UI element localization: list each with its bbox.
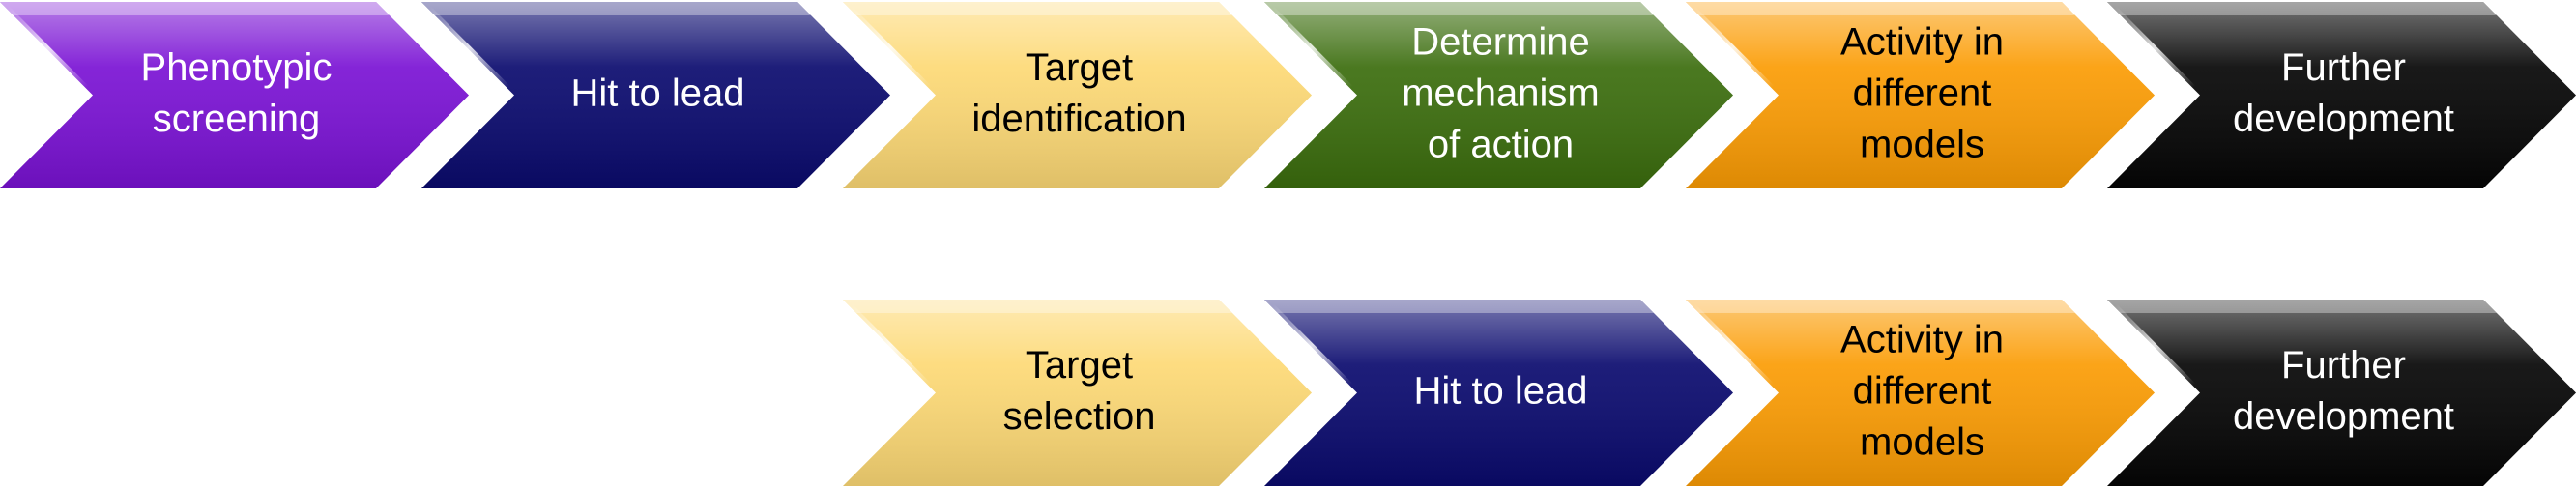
chevron-top-bevel (2107, 300, 2497, 313)
chevron-label-line: identification (971, 98, 1186, 140)
chevron-further-development: Further development (2107, 2, 2576, 188)
chevron-top-bevel (1686, 300, 2075, 313)
chevron-notch-highlight (2108, 302, 2197, 392)
chevron-label-line: Determine (1411, 20, 1590, 63)
chevron-notch-highlight (844, 302, 933, 392)
chevron-top-bevel (843, 300, 1232, 313)
chevron-label-line: models (1860, 123, 1984, 165)
chevron-top-bevel (0, 2, 390, 15)
chevron-top-bevel (421, 2, 811, 15)
chevron-label: Activity in different models (1840, 20, 2004, 165)
chevron-notch-highlight (1265, 5, 1354, 95)
chevron-top-bevel (1686, 2, 2075, 15)
chevron-label-line: Activity in (1840, 20, 2004, 63)
chevron-label-line: Hit to lead (570, 72, 744, 114)
workflow-row-target-based: Target selection Hit to lead Activity in dif… (843, 300, 2576, 486)
chevron-label-line: Target (1026, 344, 1133, 387)
chevron-label: Target selection (1003, 344, 1156, 438)
chevron-activity-in-different-models: Activity in different models (1686, 300, 2155, 486)
chevron-gloss (843, 300, 1312, 486)
chevron-label-line: Further (2281, 46, 2406, 89)
chevron-label-line: Further (2281, 344, 2406, 387)
chevron-further-development: Further development (2107, 300, 2576, 486)
chevron-label-line: Target (1026, 46, 1133, 89)
chevron-gloss (0, 2, 469, 188)
chevron-hit-to-lead: Hit to lead (421, 2, 890, 188)
chevron-label-line: screening (153, 98, 320, 140)
chevron-gloss (1264, 2, 1733, 188)
chevron-label-line: different (1853, 72, 1992, 114)
chevron-label: Further development (2233, 344, 2454, 438)
workflow-row-phenotypic: Phenotypic screening Hit to lead Target iden… (0, 2, 2576, 188)
chevron-label-line: Activity in (1840, 318, 2004, 360)
chevron-label-line: of action (1428, 123, 1574, 165)
chevron-label-line: selection (1003, 395, 1156, 438)
chevron-label-line: models (1860, 420, 1984, 463)
chevron-notch-highlight (2108, 5, 2197, 95)
chevron-target-identification: Target identification (843, 2, 1312, 188)
chevron-notch-highlight (844, 5, 933, 95)
chevron-notch-highlight (1687, 302, 1776, 392)
chevron-label: Further development (2233, 46, 2454, 140)
chevron-label-line: mechanism (1402, 72, 1600, 114)
chevron-label: Determine mechanism of action (1402, 20, 1600, 165)
chevron-label-line: Phenotypic (141, 46, 333, 89)
chevron-top-bevel (843, 2, 1232, 15)
chevron-label-line: Hit to lead (1413, 369, 1587, 412)
chevron-label-line: development (2233, 395, 2454, 438)
chevron-activity-in-different-models: Activity in different models (1686, 2, 2155, 188)
chevron-label-line: development (2233, 98, 2454, 140)
chevron-label: Activity in different models (1840, 318, 2004, 463)
chevron-notch-highlight (1265, 302, 1354, 392)
chevron-phenotypic-screening: Phenotypic screening (0, 2, 469, 188)
chevron-gloss (1686, 300, 2155, 486)
chevron-target-selection: Target selection (843, 300, 1312, 486)
chevron-gloss (2107, 2, 2576, 188)
chevron-determine-mechanism-of-action: Determine mechanism of action (1264, 2, 1733, 188)
chevron-notch-highlight (1687, 5, 1776, 95)
chevron-gloss (843, 2, 1312, 188)
chevron-top-bevel (1264, 2, 1654, 15)
chevron-gloss (421, 2, 890, 188)
chevron-label: Hit to lead (570, 72, 744, 114)
chevron-label-line: different (1853, 369, 1992, 412)
chevron-hit-to-lead: Hit to lead (1264, 300, 1733, 486)
chevron-notch-highlight (1, 5, 90, 95)
chevron-label: Phenotypic screening (141, 46, 333, 140)
chevron-notch-highlight (422, 5, 511, 95)
chevron-gloss (1264, 300, 1733, 486)
chevron-gloss (2107, 300, 2576, 486)
chevron-label: Target identification (971, 46, 1186, 140)
chevron-top-bevel (2107, 2, 2497, 15)
chevron-gloss (1686, 2, 2155, 188)
chevron-top-bevel (1264, 300, 1654, 313)
chevron-label: Hit to lead (1413, 369, 1587, 412)
